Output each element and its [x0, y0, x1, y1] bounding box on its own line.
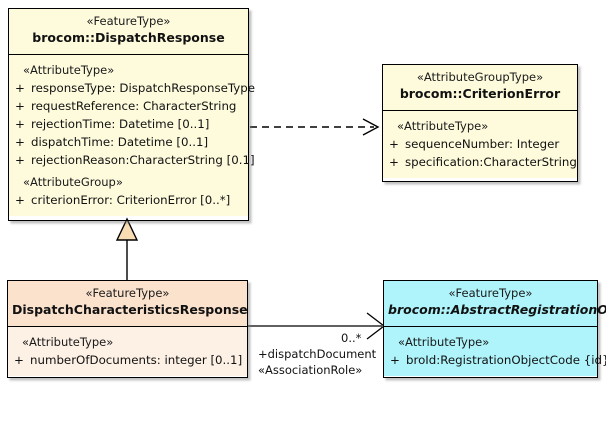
- class-title: brocom::CriterionError: [399, 86, 561, 101]
- attribute-group-heading: «AttributeGroup»: [23, 175, 123, 189]
- class-stereotype: «FeatureType»: [85, 286, 170, 300]
- attribute-label: responseType: DispatchResponseType: [31, 81, 255, 95]
- attribute-row[interactable]: + requestReference: CharacterString: [9, 97, 248, 115]
- class-header-dispatch-characteristics-response: «FeatureType» DispatchCharacteristicsRes…: [8, 281, 248, 327]
- attribute-row[interactable]: + dispatchTime: Datetime [0..1]: [9, 133, 248, 151]
- class-body-dispatch-response: «AttributeType» + responseType: Dispatch…: [9, 55, 255, 216]
- class-box-dispatch-response[interactable]: «FeatureType» brocom::DispatchResponse «…: [8, 8, 255, 221]
- attribute-label: criterionError: CriterionError [0..*]: [31, 193, 231, 207]
- class-stereotype: «FeatureType»: [448, 286, 533, 300]
- attribute-group-heading: «AttributeType»: [23, 63, 115, 77]
- association-role-label: +dispatchDocument: [258, 347, 377, 361]
- attribute-row[interactable]: + numberOfDocuments: integer [0..1]: [8, 351, 247, 369]
- visibility-marker: +: [389, 155, 399, 169]
- attribute-label: broId:RegistrationObjectCode {id}: [406, 353, 606, 367]
- class-stereotype: «AttributeGroupType»: [416, 70, 544, 84]
- attribute-label: requestReference: CharacterString: [31, 99, 237, 113]
- class-header-criterion-error: «AttributeGroupType» brocom::CriterionEr…: [383, 65, 577, 111]
- attribute-label: rejectionReason:CharacterString [0.1]: [31, 153, 255, 167]
- generalization-connector: [115, 217, 139, 280]
- class-header-abstract-registration-object: «FeatureType» brocom::AbstractRegistrati…: [384, 281, 606, 327]
- class-title: brocom::AbstractRegistrationObject: [388, 302, 606, 317]
- association-multiplicity-label: 0..*: [341, 331, 362, 345]
- class-body-criterion-error: «AttributeType» + sequenceNumber: Intege…: [383, 111, 577, 178]
- class-title: DispatchCharacteristicsResponse: [12, 302, 248, 317]
- attribute-label: rejectionTime: Datetime [0..1]: [31, 117, 210, 131]
- attribute-row[interactable]: + rejectionReason:CharacterString [0.1]: [9, 151, 255, 169]
- attribute-row[interactable]: + rejectionTime: Datetime [0..1]: [9, 115, 248, 133]
- class-title: brocom::DispatchResponse: [32, 30, 225, 45]
- class-box-criterion-error[interactable]: «AttributeGroupType» brocom::CriterionEr…: [382, 64, 578, 182]
- attribute-row[interactable]: + criterionError: CriterionError [0..*]: [9, 191, 248, 209]
- visibility-marker: +: [15, 153, 25, 167]
- class-stereotype: «FeatureType»: [86, 14, 171, 28]
- dependency-connector: [250, 118, 380, 136]
- attribute-row[interactable]: + specification:CharacterString: [383, 153, 577, 171]
- attribute-group-heading: «AttributeType»: [22, 335, 114, 349]
- attribute-group-heading: «AttributeType»: [397, 119, 489, 133]
- visibility-marker: +: [389, 137, 399, 151]
- visibility-marker: +: [15, 117, 25, 131]
- visibility-marker: +: [14, 353, 24, 367]
- class-header-dispatch-response: «FeatureType» brocom::DispatchResponse: [9, 9, 248, 55]
- visibility-marker: +: [15, 99, 25, 113]
- visibility-marker: +: [15, 81, 25, 95]
- visibility-marker: +: [15, 193, 25, 207]
- attribute-row[interactable]: + sequenceNumber: Integer: [383, 135, 577, 153]
- class-body-abstract-registration-object: «AttributeType» + broId:RegistrationObje…: [384, 327, 606, 376]
- attribute-label: sequenceNumber: Integer: [405, 137, 560, 151]
- class-box-abstract-registration-object[interactable]: «FeatureType» brocom::AbstractRegistrati…: [383, 280, 606, 378]
- attribute-label: numberOfDocuments: integer [0..1]: [30, 353, 243, 367]
- association-connector: [247, 312, 386, 340]
- class-box-dispatch-characteristics-response[interactable]: «FeatureType» DispatchCharacteristicsRes…: [7, 280, 248, 378]
- visibility-marker: +: [15, 135, 25, 149]
- visibility-marker: +: [390, 353, 400, 367]
- attribute-group-heading: «AttributeType»: [398, 335, 490, 349]
- class-body-dispatch-characteristics-response: «AttributeType» + numberOfDocuments: int…: [8, 327, 247, 376]
- attribute-label: specification:CharacterString: [405, 155, 577, 169]
- association-stereotype-label: «AssociationRole»: [258, 363, 363, 377]
- attribute-row[interactable]: + responseType: DispatchResponseType: [9, 79, 255, 97]
- attribute-row[interactable]: + broId:RegistrationObjectCode {id}: [384, 351, 606, 369]
- attribute-label: dispatchTime: Datetime [0..1]: [31, 135, 209, 149]
